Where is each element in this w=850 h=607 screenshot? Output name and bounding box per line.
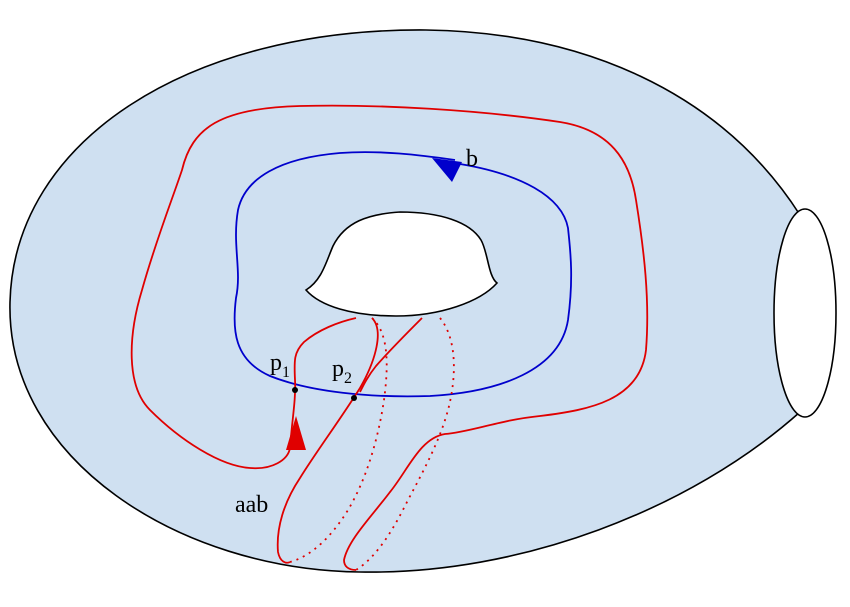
label-p2-sub: 2 <box>344 370 352 387</box>
label-aab: aab <box>235 492 268 518</box>
label-b: b <box>466 146 478 172</box>
curve-aab-outer-loop <box>130 104 649 571</box>
point-p1 <box>292 387 298 393</box>
curve-aab-inner-strand-3 <box>359 317 423 393</box>
label-p2-base: p <box>332 356 344 382</box>
point-p2 <box>351 395 357 401</box>
curve-b <box>233 151 573 398</box>
label-p1-sub: 1 <box>282 364 290 381</box>
central-hole <box>304 211 499 317</box>
label-p1-base: p <box>270 350 282 376</box>
curve-aab-arrow-icon <box>286 416 306 450</box>
label-p2: p2 <box>332 356 352 387</box>
label-p1: p1 <box>270 350 290 381</box>
curve-aab-inner-strand-2 <box>276 317 379 564</box>
boundary-ellipse <box>773 208 837 418</box>
curve-b-arrow-icon <box>432 158 462 182</box>
curve-aab-inner-strand-1 <box>289 317 357 449</box>
